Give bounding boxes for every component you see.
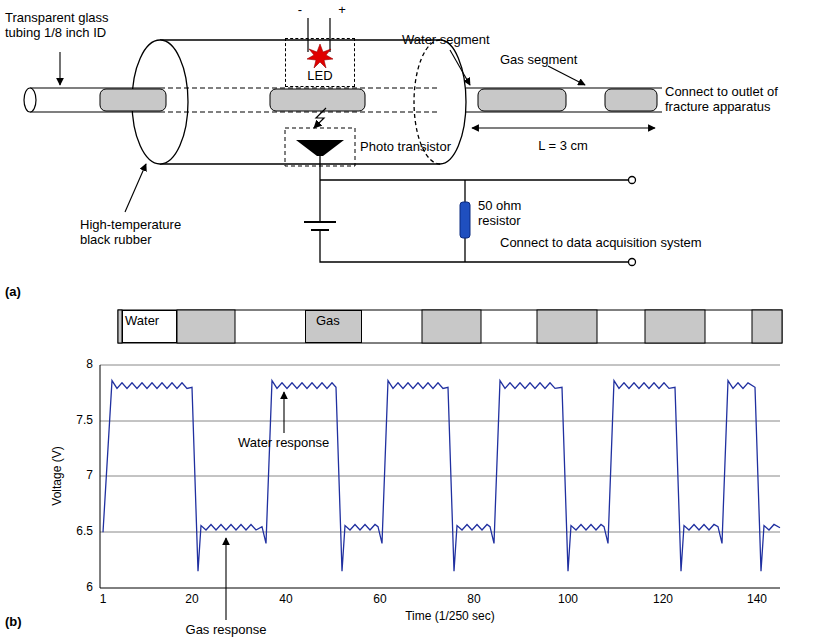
axis-label: 20: [185, 593, 198, 607]
axis-label: 80: [467, 593, 480, 607]
axis-label: 7: [86, 469, 93, 483]
light-symbol: [314, 108, 326, 128]
axis-label: 60: [373, 593, 386, 607]
glass-tubing: [24, 88, 662, 112]
axis-label: Time (1/250 sec): [405, 610, 495, 624]
axis-label: 6: [86, 581, 93, 595]
callout-label: High-temperature black rubber: [80, 218, 202, 248]
led-box: LED: [285, 38, 355, 87]
callout-label: Water response: [238, 436, 329, 451]
callout-label: (a): [5, 285, 21, 300]
callout-label: Gas response: [186, 623, 267, 638]
axis-label: 1: [100, 593, 107, 607]
callout-label: 50 ohm resistor: [478, 199, 540, 229]
node-label: LED: [286, 69, 354, 84]
segment-strip: [118, 310, 782, 343]
callout-label: Photo transistor: [360, 140, 451, 155]
node-label: Gas: [316, 314, 361, 329]
voltage-line: [103, 381, 780, 572]
leader-arrows: [60, 50, 655, 212]
callout-label: +: [338, 3, 346, 18]
axis-label: Voltage (V): [51, 446, 65, 505]
segment-cell: Gas: [305, 310, 362, 343]
led-symbol: [307, 18, 333, 68]
signal-trace: [103, 381, 780, 572]
callout-label: (b): [5, 615, 22, 630]
callout-label: -: [298, 3, 302, 18]
leader-arrows: [226, 392, 284, 620]
callout-label: Connect to outlet of fracture apparatus: [665, 85, 813, 115]
callout-label: Transparent glass tubing 1/8 inch ID: [5, 11, 117, 41]
callout-label: L = 3 cm: [538, 139, 588, 154]
segment-cell: Water: [122, 310, 177, 343]
resistor-symbol: [460, 202, 470, 238]
node-label: Water: [125, 314, 176, 329]
callout-label: Connect to data acquisition system: [500, 236, 702, 251]
axis-label: 140: [747, 593, 767, 607]
axis-label: 6.5: [76, 525, 93, 539]
phototransistor-symbol: [296, 140, 344, 156]
callout-label: Gas segment: [500, 53, 577, 68]
rubber-housing: [132, 40, 466, 164]
callout-label: Water segment: [402, 33, 490, 48]
gas-segments: [100, 89, 657, 111]
axis-label: 7.5: [76, 414, 93, 428]
chart-axes: [100, 365, 780, 588]
axis-label: 8: [86, 358, 93, 372]
axis-label: 100: [558, 593, 578, 607]
axis-label: 120: [653, 593, 673, 607]
chart-grid: [100, 365, 780, 532]
axis-label: 40: [279, 593, 292, 607]
